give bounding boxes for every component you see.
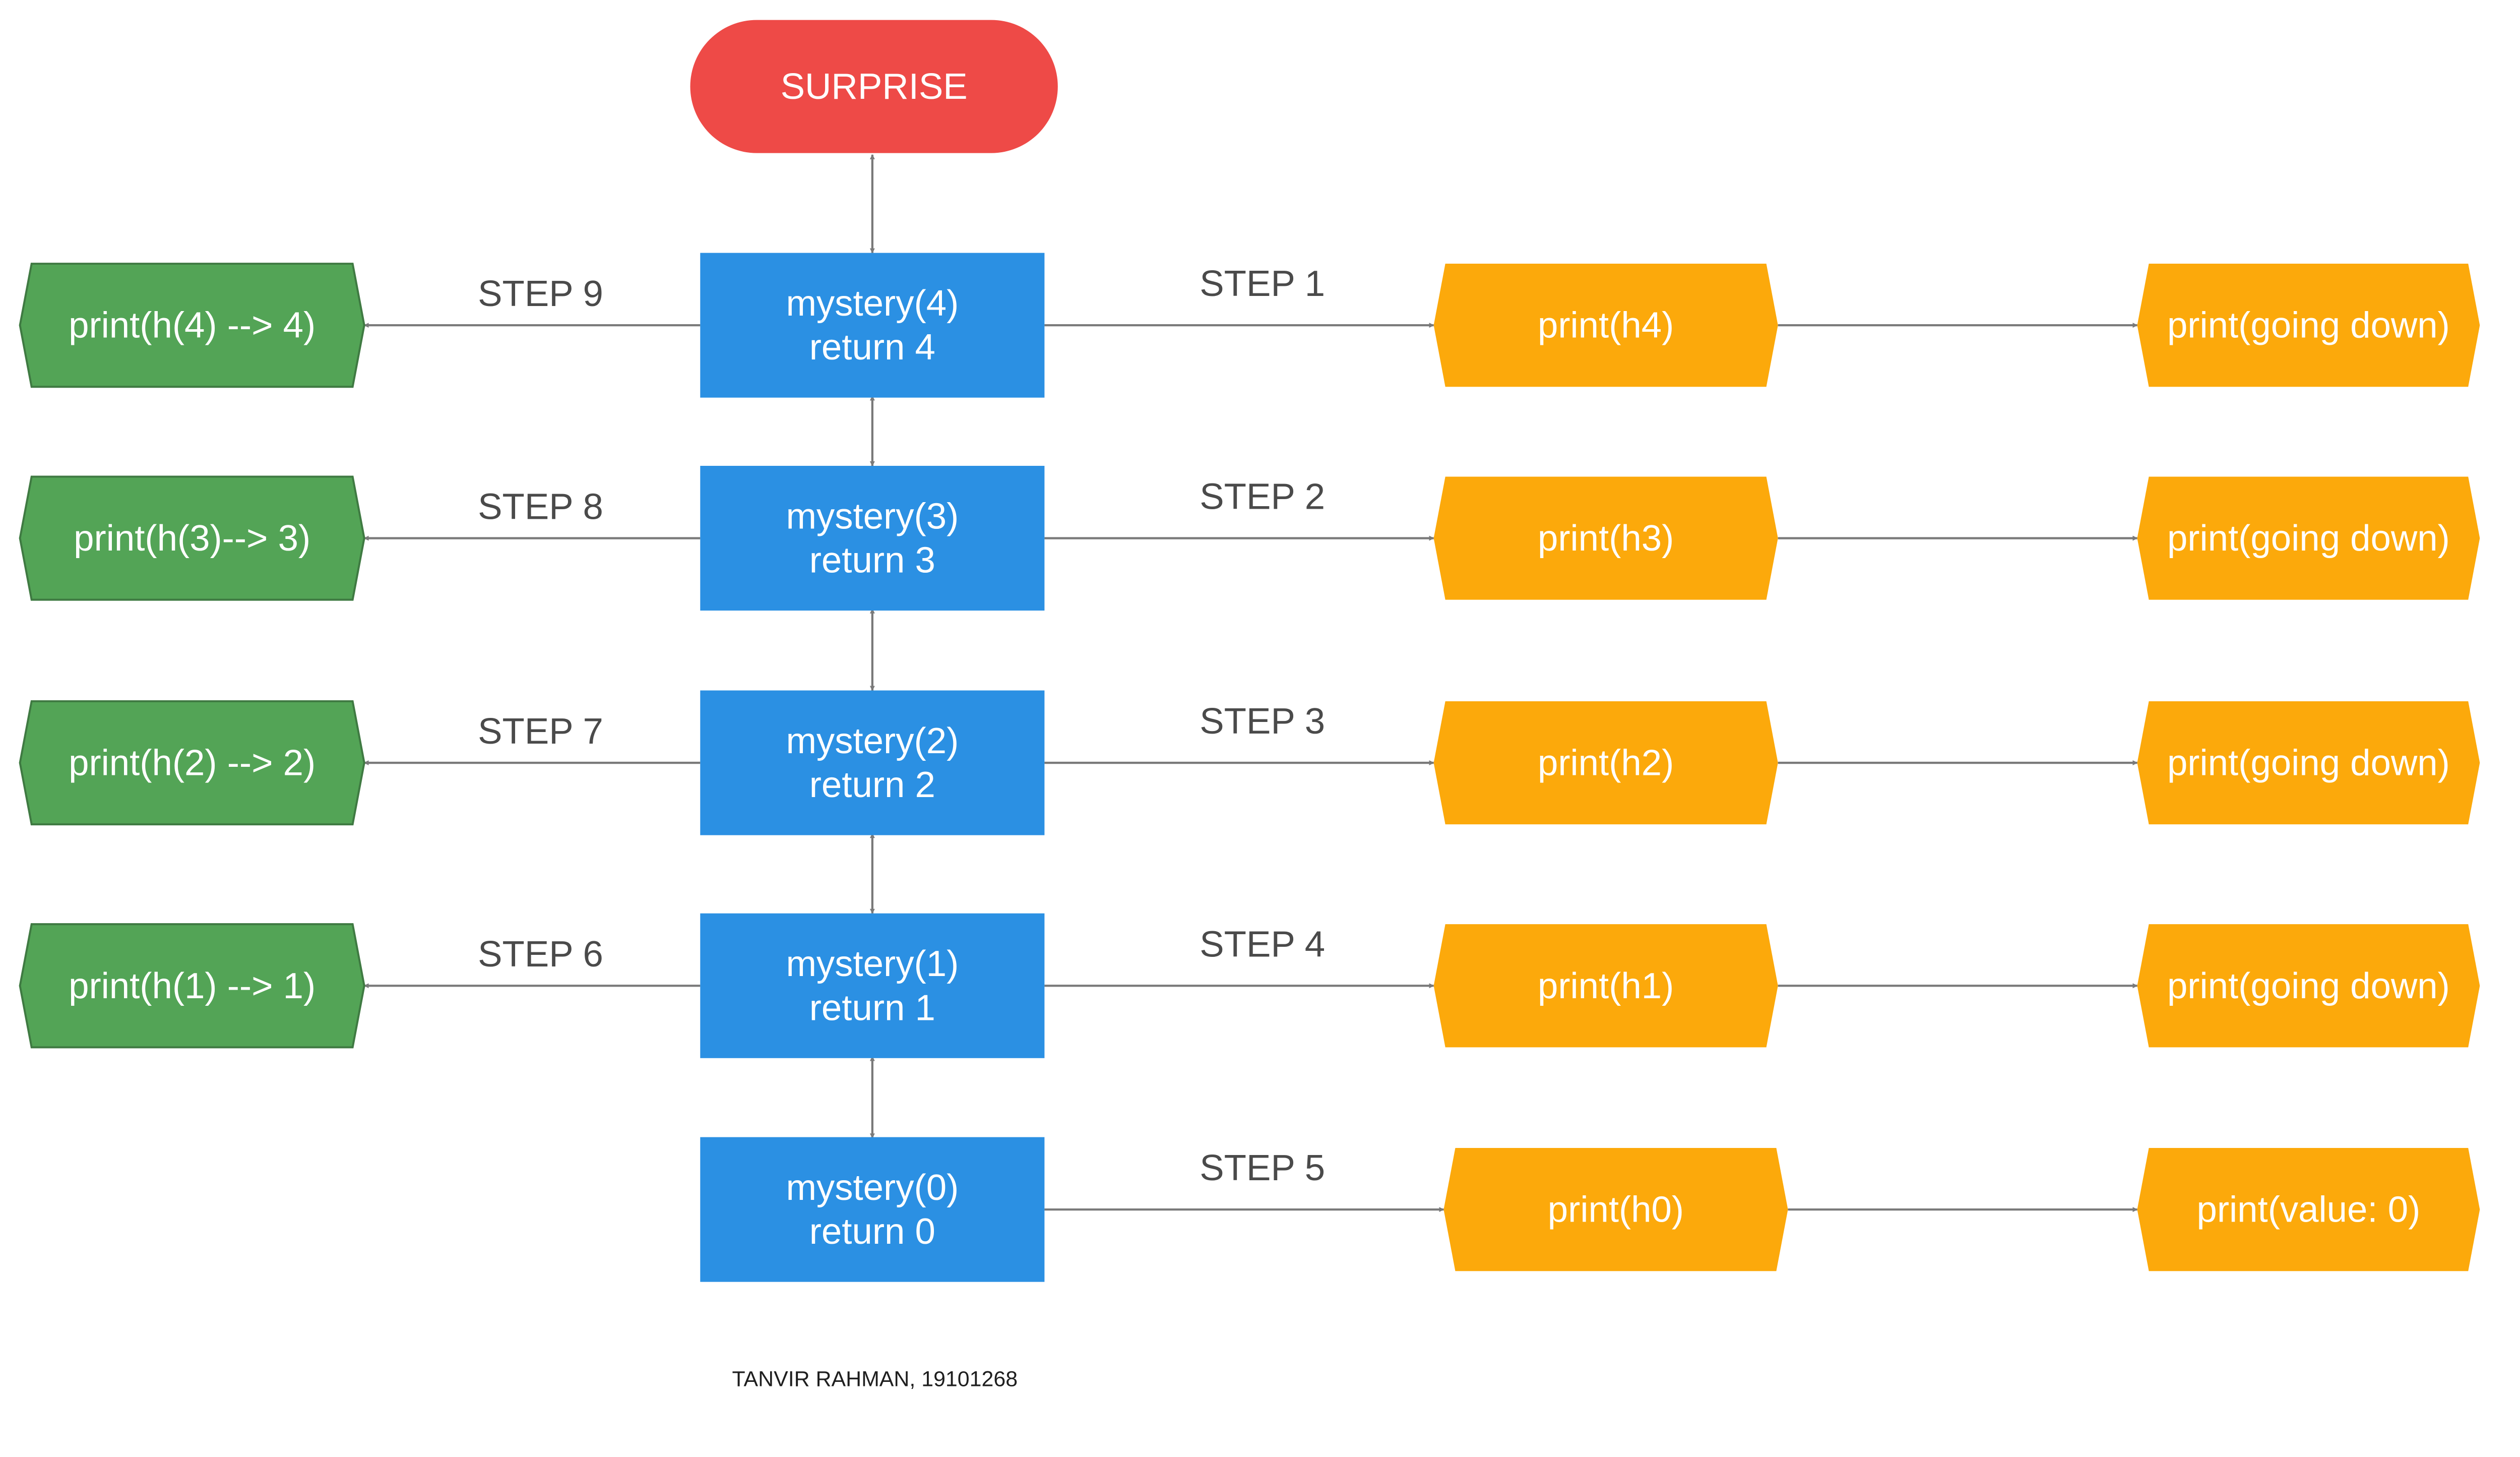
print-left-node (19, 263, 365, 388)
print-right-label: print(going down) (2167, 305, 2450, 346)
mystery-box (700, 1137, 1045, 1282)
step-right-label: STEP 4 (1200, 924, 1325, 964)
print-right-node (2137, 1148, 2480, 1271)
print-right-node (2137, 476, 2480, 600)
print-h-label: print(h4) (1538, 305, 1674, 346)
print-right-label: print(going down) (2167, 743, 2450, 783)
print-left-node (19, 923, 365, 1049)
print-left-node (19, 475, 365, 601)
step-right-label: STEP 3 (1200, 701, 1325, 742)
mystery-label-line-1: mystery(3) (786, 496, 959, 536)
step-right-label: STEP 2 (1200, 476, 1325, 517)
print-left-label: print(h(3)--> 3) (74, 518, 310, 559)
mystery-label-line-1: mystery(1) (786, 943, 959, 984)
print-right-label: print(value: 0) (2196, 1189, 2420, 1230)
print-h-label: print(h2) (1538, 743, 1674, 783)
nodes: SURPRISE mystery(4)return 4 print(h4) print… (19, 20, 2480, 1391)
mystery-label-line-2: return 0 (809, 1211, 935, 1252)
mystery-label-line-2: return 1 (809, 987, 935, 1028)
mystery-label-line-1: mystery(0) (786, 1167, 959, 1208)
mystery-label-line-2: return 4 (809, 327, 935, 368)
print-h-node (1433, 264, 1778, 387)
step-left-label: STEP 6 (478, 934, 603, 975)
author-caption: TANVIR RAHMAN, 19101268 (732, 1367, 1018, 1391)
print-h-label: print(h0) (1548, 1189, 1684, 1230)
mystery-box (700, 253, 1045, 398)
print-left-label: print(h(4) --> 4) (69, 305, 316, 346)
print-left-label: print(h(1) --> 1) (69, 965, 316, 1006)
print-right-label: print(going down) (2167, 965, 2450, 1006)
print-h-node (1433, 476, 1778, 600)
print-h-node (1443, 1148, 1788, 1271)
step-left-label: STEP 8 (478, 486, 603, 527)
print-left-node (19, 700, 365, 826)
step-right-label: STEP 1 (1200, 263, 1325, 304)
print-right-label: print(going down) (2167, 518, 2450, 559)
mystery-box (700, 913, 1045, 1058)
connectors (363, 154, 2138, 1212)
mystery-label-line-1: mystery(2) (786, 720, 959, 761)
mystery-label-line-2: return 2 (809, 764, 935, 805)
mystery-box (700, 466, 1045, 611)
print-right-node (2137, 701, 2480, 825)
step-left-label: STEP 9 (478, 273, 603, 314)
mystery-label-line-2: return 3 (809, 540, 935, 581)
mystery-box (700, 690, 1045, 835)
step-left-label: STEP 7 (478, 711, 603, 752)
step-right-label: STEP 5 (1200, 1147, 1325, 1188)
surprise-pill (690, 20, 1058, 153)
print-h-label: print(h1) (1538, 965, 1674, 1006)
print-left-label: print(h(2) --> 2) (69, 743, 316, 783)
surprise-label: SURPRISE (781, 66, 968, 107)
mystery-label-line-1: mystery(4) (786, 283, 959, 324)
print-h-label: print(h3) (1538, 518, 1674, 559)
print-right-node (2137, 264, 2480, 387)
print-right-node (2137, 924, 2480, 1048)
print-h-node (1433, 924, 1778, 1048)
print-h-node (1433, 701, 1778, 825)
